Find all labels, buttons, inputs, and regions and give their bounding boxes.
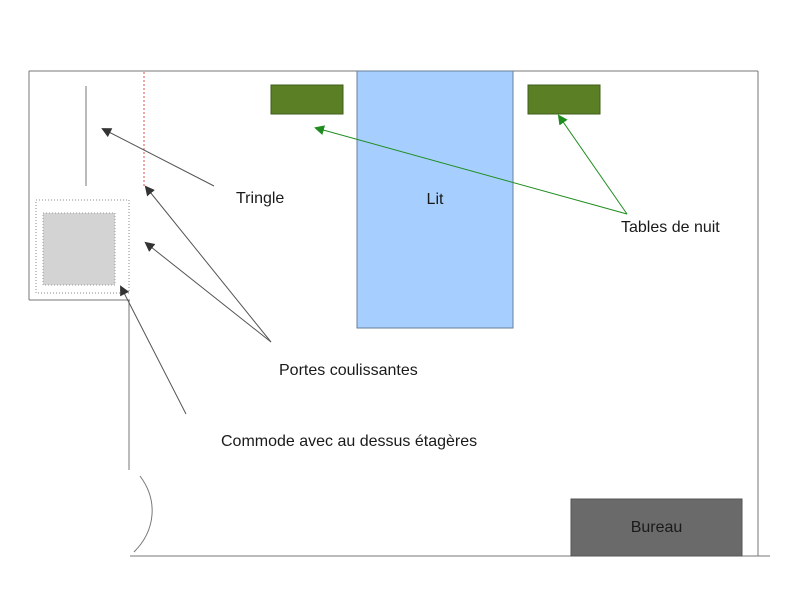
label-bureau: Bureau — [630, 519, 683, 536]
black-arrows — [101, 128, 272, 415]
arrow-commode — [120, 285, 187, 415]
arrow-portes-2 — [144, 241, 272, 343]
label-lit: Lit — [426, 191, 444, 208]
night-table-right — [527, 84, 601, 115]
night-table-left — [270, 84, 344, 115]
desk — [570, 498, 743, 557]
label-commode: Commode avec au dessus étagères — [221, 433, 478, 450]
green-arrows — [314, 114, 628, 215]
label-portes-coulissantes: Portes coulissantes — [279, 362, 418, 379]
bed — [356, 70, 514, 329]
arrow-portes-1 — [144, 185, 272, 343]
arrow-tringle — [101, 128, 215, 187]
label-tables-de-nuit: Tables de nuit — [621, 219, 720, 236]
arrow-night-right — [557, 114, 628, 215]
label-tringle: Tringle — [236, 190, 285, 207]
entrance-door-arc — [133, 475, 153, 553]
arrow-night-left — [314, 125, 628, 215]
commode — [42, 212, 116, 286]
